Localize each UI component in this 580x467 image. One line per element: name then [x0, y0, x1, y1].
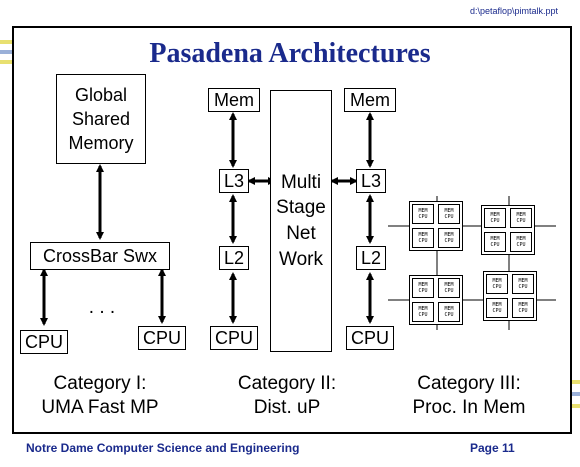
pim-cell-cpu-label: CPU — [418, 312, 428, 318]
footer-page-number: Page 11 — [470, 441, 515, 455]
slide-title: Pasadena Architectures — [149, 38, 431, 69]
category-1-caption: Category I: UMA Fast MP — [20, 372, 180, 420]
category-1-title: Category I: — [53, 373, 147, 394]
pim-cell-cpu-label: CPU — [490, 242, 500, 248]
l3-box-left: L3 — [219, 169, 249, 193]
slide-decoration-right-2 — [568, 392, 580, 396]
network-line-3: Net — [286, 223, 316, 244]
pim-cell-mem-label: MEM — [444, 282, 454, 288]
slide-decoration-left — [0, 40, 14, 44]
cpu-box-left: CPU — [20, 330, 68, 354]
memory-line-2: Shared — [71, 108, 131, 129]
mem-box-left: Mem — [208, 88, 260, 112]
pim-cell-mem-label: MEM — [516, 212, 526, 218]
memory-line-3: Memory — [68, 133, 134, 154]
pim-cell-cpu-label: CPU — [418, 288, 428, 294]
footer-left: Notre Dame Computer Science and Engineer… — [26, 441, 300, 455]
category-1-subtitle: UMA Fast MP — [41, 396, 159, 418]
memory-line-1: Global — [74, 84, 128, 105]
pim-cell-mem-label: MEM — [518, 302, 528, 308]
pim-cell-cpu-label: CPU — [516, 242, 526, 248]
l2-box-left: L2 — [219, 246, 249, 270]
multistage-network-box: Multi Stage Net Work — [270, 90, 332, 352]
pim-cell-mem-label: MEM — [418, 306, 428, 312]
l3-box-right: L3 — [356, 169, 386, 193]
global-shared-memory-box: Global Shared Memory — [56, 74, 146, 164]
pim-cell-mem-label: MEM — [444, 208, 454, 214]
ellipsis-dots: . . . — [88, 297, 116, 318]
pim-cell-cpu-label: CPU — [492, 308, 502, 314]
pim-cell-cpu-label: CPU — [518, 284, 528, 290]
pim-cell-mem-label: MEM — [492, 302, 502, 308]
file-path: d:\petaflop\pimtalk.ppt — [469, 6, 558, 16]
network-line-2: Stage — [276, 197, 326, 219]
pim-cell-cpu-label: CPU — [444, 312, 454, 318]
pim-cell-cpu-label: CPU — [492, 284, 502, 290]
pim-cell-cpu-label: CPU — [516, 218, 526, 224]
slide-decoration-right — [568, 380, 580, 384]
mem-box-right: Mem — [344, 88, 396, 112]
category-2-subtitle: Dist. uP — [253, 396, 321, 418]
pim-cell-mem-label: MEM — [418, 208, 428, 214]
category-3-subtitle: Proc. In Mem — [412, 396, 526, 418]
slide-decoration-right-3 — [568, 404, 580, 408]
pim-cell-mem-label: MEM — [444, 306, 454, 312]
cpu-box-right: CPU — [138, 326, 186, 350]
slide-decoration-left-3 — [0, 60, 14, 64]
pim-cell-cpu-label: CPU — [518, 308, 528, 314]
pim-cell-cpu-label: CPU — [444, 288, 454, 294]
pim-cell-mem-label: MEM — [490, 236, 500, 242]
slide-decoration-left-2 — [0, 50, 14, 54]
crossbar-switch-box: CrossBar Swx — [30, 242, 170, 270]
pim-cell-mem-label: MEM — [490, 212, 500, 218]
pim-cell-mem-label: MEM — [444, 232, 454, 238]
network-line-4: Work — [279, 248, 323, 270]
pim-cell-cpu-label: CPU — [444, 214, 454, 220]
pim-cell-mem-label: MEM — [516, 236, 526, 242]
cpu-box-dist-right: CPU — [346, 326, 394, 350]
pim-cell-cpu-label: CPU — [490, 218, 500, 224]
pim-cell-cpu-label: CPU — [444, 238, 454, 244]
network-line-1: Multi — [280, 171, 322, 193]
pim-cell-mem-label: MEM — [418, 282, 428, 288]
category-3-title: Category III: — [417, 373, 521, 394]
pim-cell-cpu-label: CPU — [418, 238, 428, 244]
category-3-caption: Category III: Proc. In Mem — [394, 372, 544, 420]
pim-cell-cpu-label: CPU — [418, 214, 428, 220]
l2-box-right: L2 — [356, 246, 386, 270]
cpu-box-dist-left: CPU — [210, 326, 258, 350]
pim-cell-mem-label: MEM — [418, 232, 428, 238]
category-2-caption: Category II: Dist. uP — [212, 372, 362, 420]
pim-cell-mem-label: MEM — [518, 278, 528, 284]
category-2-title: Category II: — [237, 373, 337, 394]
pim-cell-mem-label: MEM — [492, 278, 502, 284]
